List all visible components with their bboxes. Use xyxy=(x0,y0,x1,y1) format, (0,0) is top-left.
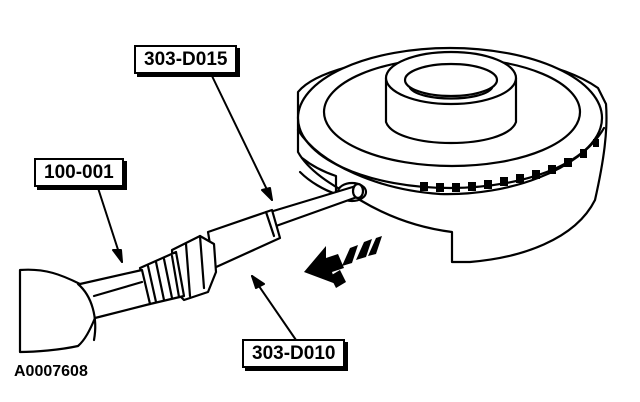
leader-303-d015 xyxy=(211,75,273,201)
rod-line xyxy=(92,280,144,298)
callout-303-d015: 303-D015 xyxy=(134,45,238,74)
figure-id: A0007608 xyxy=(14,363,88,380)
bore-shade xyxy=(408,86,494,100)
hub-notch xyxy=(298,156,338,196)
adapter-step xyxy=(264,210,276,238)
motion-arrow-icon xyxy=(304,236,382,288)
thread-lines xyxy=(146,254,181,304)
callout-100-001: 100-001 xyxy=(34,158,124,187)
pin-tool xyxy=(268,182,365,228)
slide-hammer-tool xyxy=(18,268,152,354)
hub-ring xyxy=(296,46,608,264)
pin-tip xyxy=(351,182,365,200)
center-bore xyxy=(403,62,499,98)
weight-edge xyxy=(76,282,97,342)
callout-303-d010: 303-D010 xyxy=(242,339,346,368)
leader-lines xyxy=(97,75,297,341)
hex-nut-faces xyxy=(184,234,206,298)
tone-ring-teeth xyxy=(420,139,599,192)
pin-shaft xyxy=(268,184,362,228)
slide-hammer-weight xyxy=(18,268,152,354)
adapter-tool xyxy=(138,208,282,306)
